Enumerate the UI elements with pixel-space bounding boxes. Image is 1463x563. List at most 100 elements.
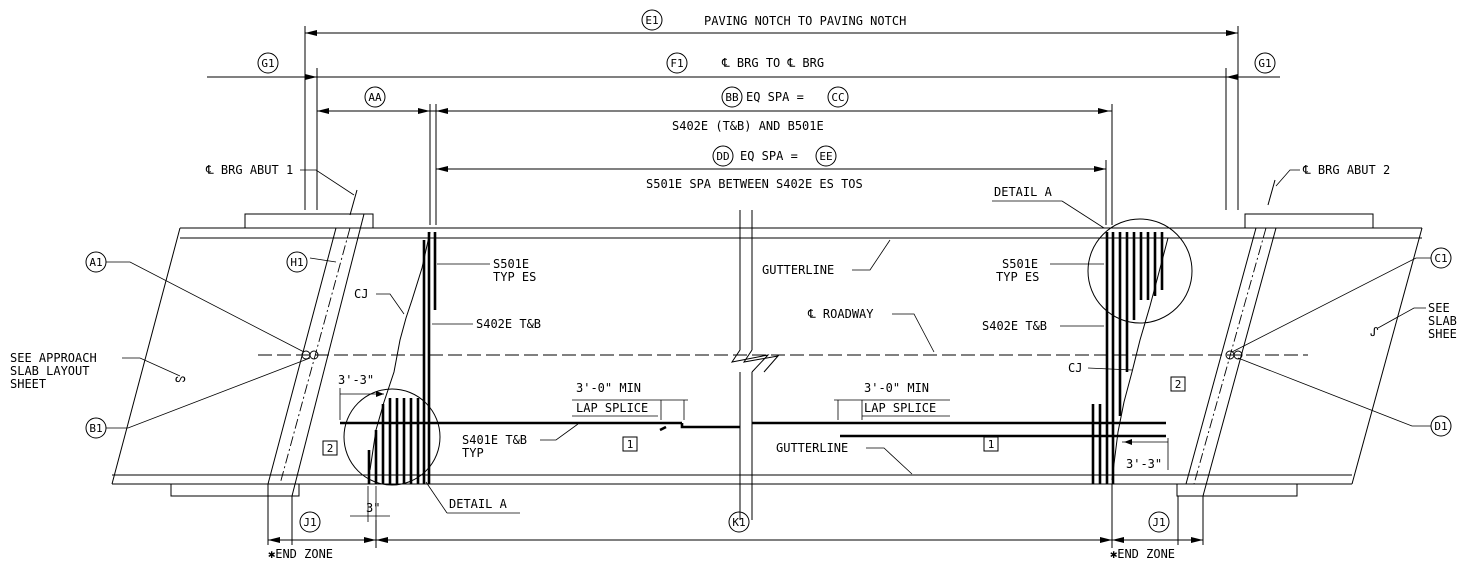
bubble-h1-group: H1 — [286, 251, 337, 273]
svg-text:DETAIL A: DETAIL A — [994, 185, 1053, 199]
bubble-f1-text: F1 — [670, 57, 683, 70]
label-cj-left: CJ — [354, 287, 405, 315]
right-end-zone-bars — [1091, 232, 1169, 484]
dim-3-inch: 3" — [350, 486, 390, 522]
note-2-right: 2 — [1170, 376, 1186, 392]
svg-text:TYP ES: TYP ES — [493, 270, 536, 284]
dimension-dd: DD EQ SPA = EE S501E SPA BETWEEN S402E E… — [436, 145, 1107, 225]
svg-text:SHEE: SHEE — [1428, 327, 1457, 341]
abutment-1-lines — [267, 189, 365, 545]
bottom-dimensions: J1 K1 J1 ✱END ZONE ✱END ZONE — [268, 484, 1203, 561]
svg-text:GUTTERLINE: GUTTERLINE — [762, 263, 834, 277]
bubble-aa — [364, 86, 386, 108]
svg-text:2: 2 — [1175, 378, 1182, 391]
label-detail-a-top: DETAIL A — [992, 185, 1105, 229]
bubble-j1-right: J1 — [1152, 516, 1165, 529]
bubble-b1-group: B1 — [85, 357, 311, 439]
svg-text:H1: H1 — [290, 256, 303, 269]
note-2-left: 2 — [322, 440, 338, 456]
label-s401e: S401E T&B TYP — [462, 423, 579, 460]
label-gutterline-top: GUTTERLINE — [762, 239, 891, 277]
svg-text:SHEET: SHEET — [10, 377, 46, 391]
dimension-e1: E1 PAVING NOTCH TO PAVING NOTCH — [304, 9, 1239, 210]
bubble-aa-text: AA — [368, 91, 382, 104]
label-roadway: ℄ ROADWAY — [807, 307, 935, 353]
svg-text:SEE APPROACH: SEE APPROACH — [10, 351, 97, 365]
bubble-cc — [827, 86, 849, 108]
svg-text:1: 1 — [627, 438, 634, 451]
bubble-e1 — [641, 9, 663, 31]
label-brg-abut-1: ℄ BRG ABUT 1 — [205, 163, 355, 196]
svg-text:B1: B1 — [89, 422, 102, 435]
bubble-dd-text: DD — [716, 150, 729, 163]
svg-text:3'-3": 3'-3" — [1126, 457, 1162, 471]
bubble-bb — [721, 86, 743, 108]
s402e-b501e-label: S402E (T&B) AND B501E — [672, 119, 824, 133]
bubble-e1-text: E1 — [645, 14, 658, 27]
dim-3-3-right: 3'-3" — [1122, 438, 1169, 471]
svg-text:S402E T&B: S402E T&B — [982, 319, 1047, 333]
bubble-dd — [712, 145, 734, 167]
svg-text:S501E: S501E — [1002, 257, 1038, 271]
longitudinal-bars — [340, 400, 1166, 438]
dim-3-3-left: 3'-3" — [338, 373, 384, 420]
svg-text:D1: D1 — [1434, 420, 1447, 433]
svg-text:S501E: S501E — [493, 257, 529, 271]
svg-text:TYP: TYP — [462, 446, 484, 460]
f1-label: ℄ BRG TO ℄ BRG — [721, 56, 824, 70]
bubble-c1-group: C1 — [1231, 247, 1452, 353]
svg-text:LAP SPLICE: LAP SPLICE — [576, 401, 648, 415]
bubble-k1: K1 — [732, 516, 745, 529]
label-detail-a-bottom: DETAIL A — [425, 481, 520, 514]
label-see-approach-right: SEE SLAB SHEE ᔑ — [1370, 301, 1457, 341]
svg-text:C1: C1 — [1434, 252, 1447, 265]
svg-text:DETAIL A: DETAIL A — [449, 497, 508, 511]
svg-text:SLAB LAYOUT: SLAB LAYOUT — [10, 364, 89, 378]
svg-text:1: 1 — [988, 438, 995, 451]
svg-text:S401E T&B: S401E T&B — [462, 433, 527, 447]
svg-text:℄ BRG ABUT 1: ℄ BRG ABUT 1 — [205, 163, 293, 177]
label-gutterline-bottom: GUTTERLINE — [776, 441, 913, 475]
svg-text:CJ: CJ — [354, 287, 368, 301]
label-s501e-right: S501E TYP ES — [996, 257, 1104, 284]
label-s501e-left: S501E TYP ES — [437, 257, 536, 284]
svg-text:ᔑ: ᔑ — [1370, 325, 1379, 339]
svg-text:3'-0" MIN: 3'-0" MIN — [864, 381, 929, 395]
svg-text:3": 3" — [366, 501, 380, 515]
end-zone-left: ✱END ZONE — [268, 547, 333, 561]
svg-text:SEE: SEE — [1428, 301, 1450, 315]
left-end-zone-bars — [367, 231, 437, 484]
bubble-g1-right-text: G1 — [1258, 57, 1271, 70]
label-s402e-left: S402E T&B — [432, 317, 541, 331]
bubble-d1-group: D1 — [1237, 357, 1452, 437]
label-cj-right: CJ — [1068, 361, 1133, 375]
note-1-left: 1 — [622, 436, 638, 452]
svg-text:LAP SPLICE: LAP SPLICE — [864, 401, 936, 415]
label-s402e-right: S402E T&B — [982, 319, 1104, 333]
detail-a-circles — [343, 218, 1193, 486]
bubble-bb-text: BB — [725, 91, 739, 104]
break-line — [730, 210, 780, 520]
bubble-g1-left-text: G1 — [261, 57, 274, 70]
svg-text:SLAB: SLAB — [1428, 314, 1457, 328]
bubble-f1 — [666, 52, 688, 74]
svg-text:ᔕ: ᔕ — [175, 371, 186, 385]
svg-text:2: 2 — [327, 442, 334, 455]
note-1-right: 1 — [983, 436, 999, 452]
dimension-f1: F1 ℄ BRG TO ℄ BRG G1 G1 — [207, 52, 1280, 210]
abutment-2-lines — [1177, 179, 1277, 545]
svg-text:3'-0" MIN: 3'-0" MIN — [576, 381, 641, 395]
svg-text:CJ: CJ — [1068, 361, 1082, 375]
lap-splice-left: 3'-0" MIN LAP SPLICE — [572, 381, 688, 417]
svg-text:3'-3": 3'-3" — [338, 373, 374, 387]
lap-splice-right: 3'-0" MIN LAP SPLICE — [834, 381, 950, 417]
svg-text:GUTTERLINE: GUTTERLINE — [776, 441, 848, 455]
deck-outline — [111, 213, 1423, 497]
bubble-ee — [815, 145, 837, 167]
dd-label: EQ SPA = — [740, 149, 798, 163]
svg-text:℄ ROADWAY: ℄ ROADWAY — [807, 307, 874, 321]
bubble-a1-group: A1 — [85, 251, 305, 353]
bubble-cc-text: CC — [831, 91, 844, 104]
s501e-spa-label: S501E SPA BETWEEN S402E ES TOS — [646, 177, 863, 191]
